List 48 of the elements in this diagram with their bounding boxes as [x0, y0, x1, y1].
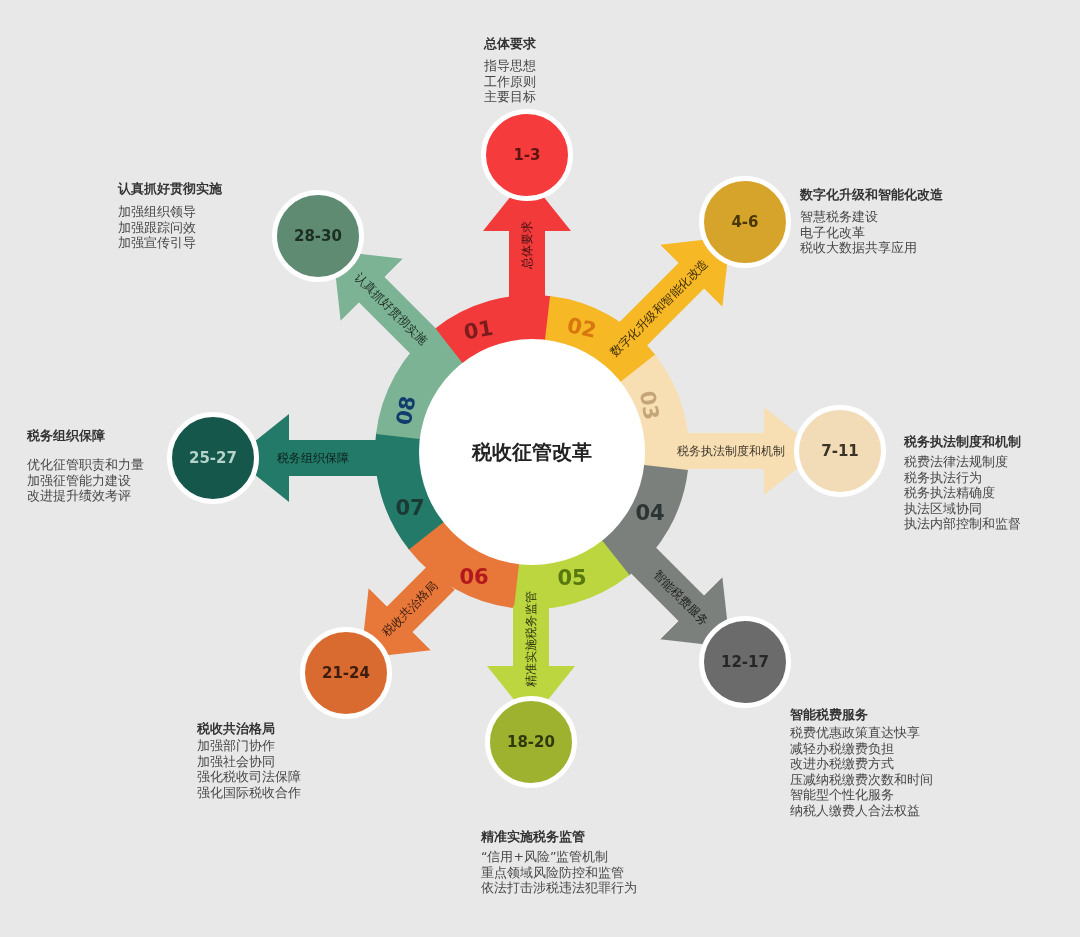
list-item: 加强宣传引导: [118, 235, 197, 251]
segment-number: 08: [393, 393, 419, 427]
number-circle: 1-3: [481, 109, 573, 201]
list-item: 税费法律法规制度: [904, 454, 1009, 470]
section-heading: 税收共治格局: [197, 721, 276, 737]
section-heading: 精准实施税务监管: [481, 829, 586, 845]
section-heading: 总体要求: [484, 36, 536, 52]
list-item: 压减纳税缴费次数和时间: [790, 771, 933, 787]
section-heading: 认真抓好贯彻实施: [118, 181, 222, 197]
segment-number: 02: [564, 314, 598, 342]
list-item: 执法内部控制和监督: [904, 516, 1021, 532]
list-item: 加强社会协同: [197, 753, 276, 769]
section-heading: 智能税费服务: [790, 707, 869, 723]
section-heading: 税务执法制度和机制: [904, 434, 1021, 450]
list-item: 执法区域协同: [904, 500, 983, 516]
list-item: 电子化改革: [800, 224, 866, 240]
list-item: 税费优惠政策直达快享: [790, 725, 921, 741]
list-item: 加强组织领导: [118, 204, 197, 220]
list-item: 改进提升绩效考评: [27, 488, 132, 504]
list-item: 税收大数据共享应用: [800, 240, 918, 256]
edge-label: 精准实施税务监管: [523, 588, 539, 690]
section-heading: 税务组织保障: [27, 428, 106, 444]
number-circle: 25-27: [167, 412, 259, 504]
list-item: 依法打击涉税违法犯罪行为: [481, 880, 637, 896]
number-circle: 18-20: [485, 696, 577, 788]
list-item: “信用+风险”监管机制: [481, 849, 610, 865]
list-item: 加强跟踪问效: [118, 219, 197, 235]
list-item: 工作原则: [484, 73, 536, 89]
segment-number: 05: [557, 567, 587, 589]
list-item: 智慧税务建设: [800, 209, 879, 225]
segment-number: 06: [459, 566, 489, 588]
list-item: 智能型个性化服务: [790, 787, 895, 803]
list-item: 强化税收司法保障: [197, 769, 301, 785]
list-item: 税务执法行为: [904, 469, 983, 485]
list-item: 加强征管能力建设: [27, 472, 132, 488]
list-item: 优化征管职责和力量: [27, 457, 144, 473]
list-item: 强化国际税收合作: [197, 784, 301, 800]
list-item: 主要目标: [484, 89, 536, 105]
edge-label: 税务执法制度和机制: [674, 443, 788, 459]
list-item: 减轻办税缴费负担: [790, 740, 895, 756]
list-item: 纳税人缴费人合法权益: [790, 802, 921, 818]
list-item: 税务执法精确度: [904, 485, 996, 501]
list-item: 指导思想: [484, 58, 536, 74]
list-item: 重点领域风险防控和监管: [481, 864, 625, 880]
number-circle: 7-11: [794, 405, 886, 497]
list-item: 加强部门协作: [197, 738, 276, 754]
list-item: 改进办税缴费方式: [790, 756, 895, 772]
section-heading: 数字化升级和智能化改造: [800, 187, 943, 203]
